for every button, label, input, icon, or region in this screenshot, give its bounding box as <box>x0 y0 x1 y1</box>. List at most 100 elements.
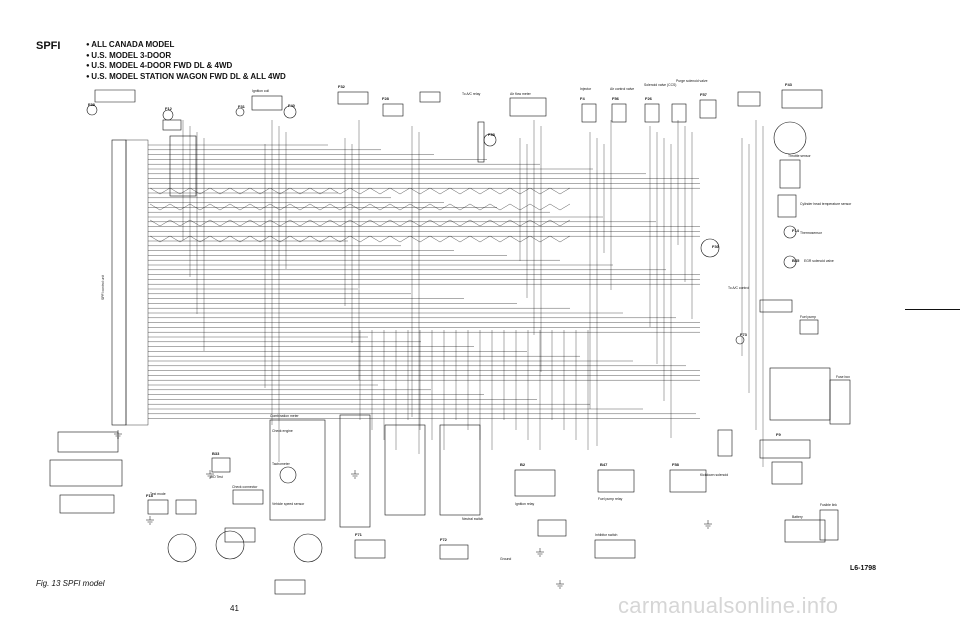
label-kickdown-solenoid: Kickdown solenoid <box>700 473 728 477</box>
connector-tag: F33 <box>488 132 496 137</box>
shielded-wire <box>149 187 571 195</box>
ground-symbol <box>351 470 359 479</box>
label-injector: Injector <box>580 87 592 91</box>
label-cylinder-head-sensor: Cylinder head temperature sensor <box>800 202 852 206</box>
label-ignition-coil: Ignition coil <box>252 89 269 93</box>
model-item: ALL CANADA MODEL <box>86 40 286 51</box>
solenoid-valve <box>644 103 660 123</box>
ecu-connector-table <box>49 459 123 487</box>
shielded-wire <box>149 203 571 211</box>
kickdown-relay <box>669 469 707 493</box>
connector-tag: F72 <box>440 537 448 542</box>
connector-tag: F26 <box>645 96 653 101</box>
connector-tag: F43 <box>785 82 793 87</box>
connector-tag: F9 <box>776 432 781 437</box>
o2-sensor-body <box>94 89 136 103</box>
tachometer-gauge <box>279 466 297 484</box>
label-to-ac-control: To A/C control <box>728 286 749 290</box>
ground-symbol <box>704 520 712 529</box>
connector-tag: B47 <box>600 462 608 467</box>
label-ad-test: A/D Test <box>210 475 223 479</box>
connector-block <box>419 91 441 103</box>
connector-tag: F18 <box>146 493 154 498</box>
page-number: 41 <box>230 604 239 613</box>
connector-circle <box>162 109 174 121</box>
connector-block <box>781 89 823 109</box>
connector-tag: F4 <box>580 96 585 101</box>
label-solenoid-valve: Solenoid valve (CCS) <box>644 83 676 87</box>
connector-tag: F32 <box>338 84 346 89</box>
connector-tag: F73 <box>740 332 748 337</box>
label-neutral-switch: Neutral switch <box>462 517 483 521</box>
fuel-pump <box>799 319 819 335</box>
connector-circle <box>283 105 297 119</box>
connector-tag: F28 <box>382 96 390 101</box>
connector-tag: B2 <box>520 462 526 467</box>
ignition-relay <box>514 469 556 497</box>
injector <box>581 103 597 123</box>
connector-block <box>224 527 256 543</box>
section-tag: SPFI <box>36 40 61 52</box>
connector-block <box>384 424 426 516</box>
fuse-box <box>769 367 831 421</box>
label-air-flow-meter: Air flow meter <box>510 92 532 96</box>
ignition-switch-connector <box>759 439 811 459</box>
label-fuel-pump-relay: Fuel pump relay <box>598 497 623 501</box>
wire-harness <box>148 120 764 467</box>
model-list: ALL CANADA MODEL U.S. MODEL 3-DOOR U.S. … <box>86 40 286 82</box>
combination-meter <box>269 419 326 521</box>
label-battery: Battery <box>792 515 803 519</box>
label-ignition-relay: Ignition relay <box>515 502 535 506</box>
relay-block <box>771 461 803 485</box>
connector-circle <box>235 107 245 117</box>
resistor <box>477 121 485 163</box>
ground-symbol <box>114 430 122 439</box>
throttle-sensor <box>779 159 801 189</box>
meter-connector <box>339 414 371 528</box>
distributor-connector <box>773 121 807 155</box>
label-fuel-pump: Fuel pump <box>800 315 816 319</box>
cylinder-head-sensor <box>777 194 797 218</box>
connector-block <box>274 579 306 595</box>
ground-symbol <box>206 470 214 479</box>
inhibitor-switch <box>594 539 636 559</box>
fusible-link <box>819 509 839 541</box>
connector-block <box>354 539 386 559</box>
ad-test-connector <box>211 457 231 473</box>
connector-circle <box>700 238 720 258</box>
figure-caption: Fig. 13 SPFI model <box>36 579 105 588</box>
ground-marks <box>114 430 712 589</box>
ground-symbol <box>536 548 544 557</box>
label-ground: Ground <box>500 557 511 561</box>
battery <box>784 519 826 543</box>
model-item: U.S. MODEL 4-DOOR FWD DL & 4WD <box>86 61 286 72</box>
label-air-control-valve: Air control valve <box>610 87 634 91</box>
watermark: carmanualsonline.info <box>618 593 839 618</box>
label-check-connector: Check connector <box>232 485 258 489</box>
model-item: U.S. MODEL STATION WAGON FWD DL & ALL 4W… <box>86 72 286 83</box>
ground-symbol <box>556 580 564 589</box>
connector-block <box>537 519 567 537</box>
shielded-wire <box>149 235 571 243</box>
label-fuse-box: Fuse box <box>836 375 850 379</box>
connector-block <box>759 299 793 313</box>
air-flow-meter <box>509 97 547 117</box>
round-connector <box>293 533 323 563</box>
test-mode-connector <box>175 499 197 515</box>
connector-tag: F12 <box>165 106 173 111</box>
label-ecu: SPFI control unit <box>101 275 105 300</box>
connector-tag: F56 <box>612 96 620 101</box>
connector-tag: B33 <box>212 451 220 456</box>
connector-tag: B45 <box>792 258 800 263</box>
connector-tag: F30 <box>712 244 720 249</box>
check-connector-top <box>337 91 369 105</box>
label-check-engine: Check engine <box>272 429 293 433</box>
drawing-number: L6-1798 <box>850 565 877 572</box>
ecu-connector-table <box>57 431 119 453</box>
label-tachometer: Tachometer <box>272 462 291 466</box>
fuse-box-side <box>829 379 851 425</box>
ground-symbol <box>146 516 154 525</box>
label-inhibitor-switch: Inhibitor switch <box>595 533 618 537</box>
connector-circle <box>86 104 98 116</box>
